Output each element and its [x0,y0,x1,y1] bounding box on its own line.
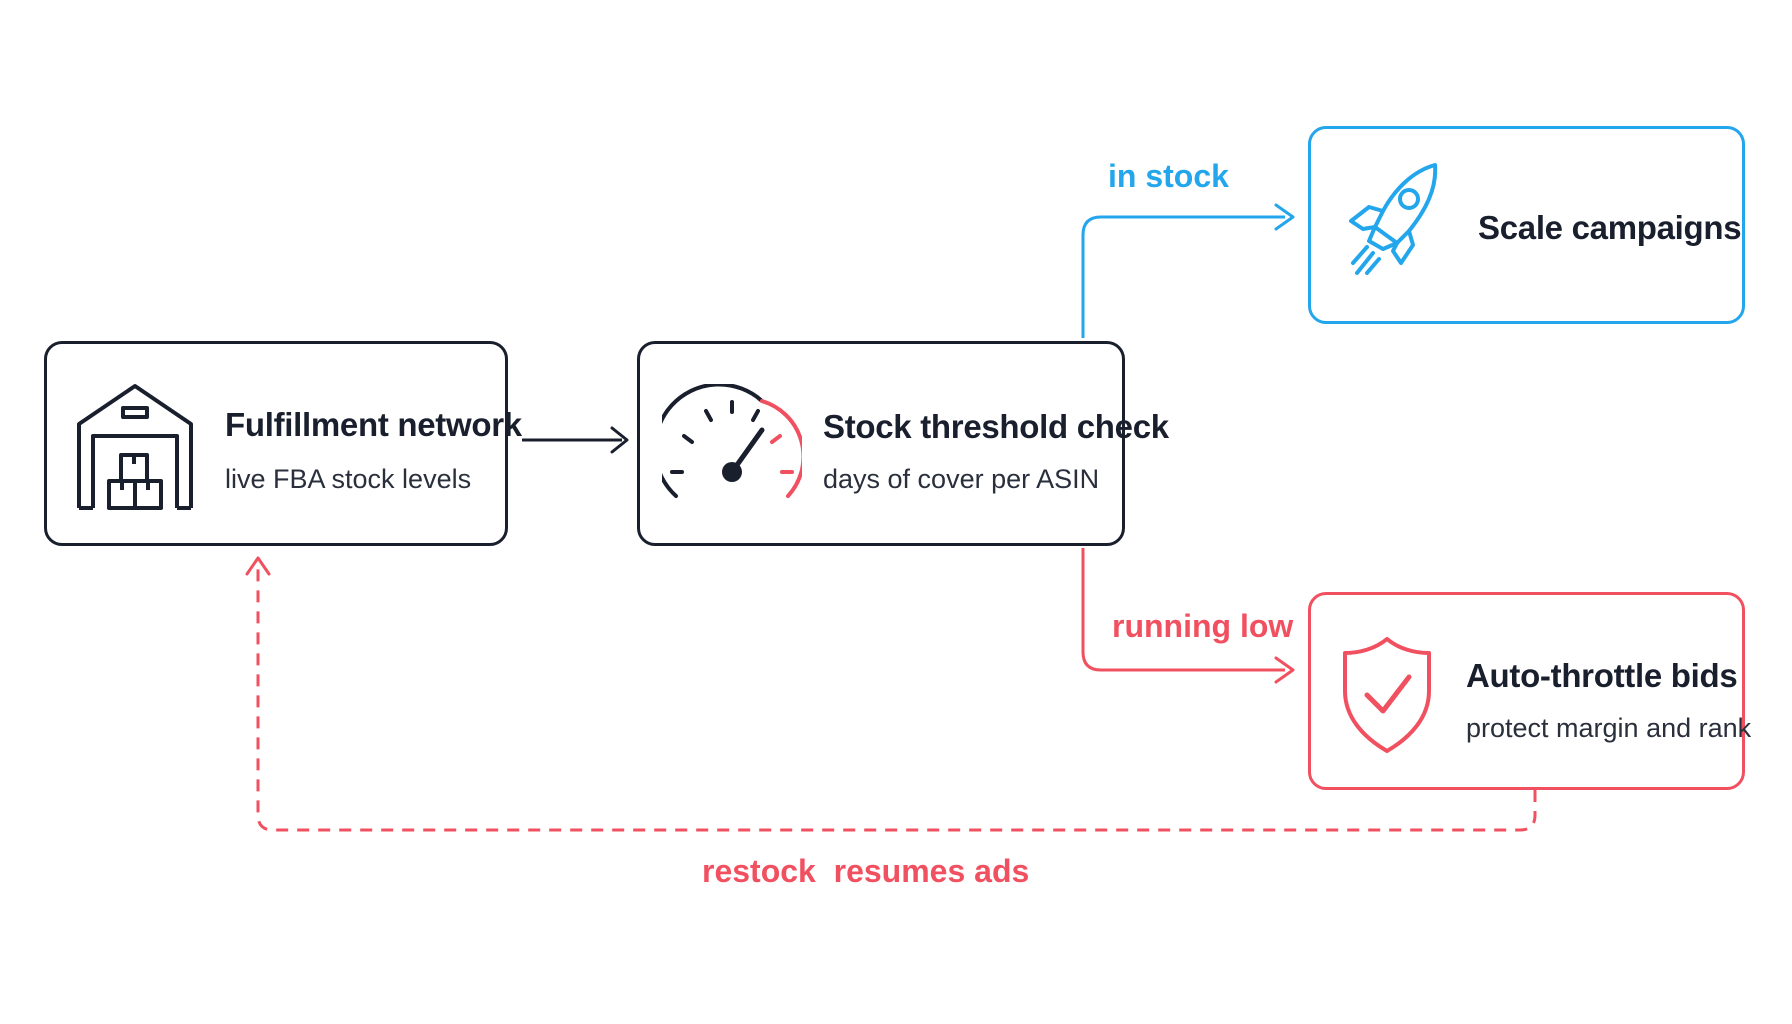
node-title: Scale campaigns [1478,209,1742,246]
rocket-icon [1341,159,1451,294]
arrow-running-low [1081,548,1295,684]
node-subtitle: protect margin and rank [1466,713,1752,743]
node-title: Auto-throttle bids [1466,657,1738,694]
node-fulfillment-network: Fulfillment network live FBA stock level… [44,341,522,546]
shield-check-icon [1339,635,1435,760]
edge-label-running-low: running low [1112,608,1294,644]
node-stock-threshold-check: Stock threshold check days of cover per … [637,341,1169,546]
gauge-icon [652,382,806,509]
node-subtitle: days of cover per ASIN [823,464,1100,494]
arrow-restock-loop [245,556,1537,832]
node-title: Fulfillment network [225,406,522,443]
edge-label-restock-resumes-ads: restock resumes ads [702,853,1030,889]
arrow-in-stock [1081,203,1295,338]
edge-label-in-stock: in stock [1108,158,1229,194]
node-subtitle: live FBA stock levels [225,464,472,494]
node-auto-throttle-bids: Auto-throttle bids protect margin and ra… [1308,592,1751,790]
node-scale-campaigns: Scale campaigns [1308,126,1745,324]
arrow-fulfillment-to-threshold [522,426,629,454]
warehouse-icon [75,382,195,517]
node-title: Stock threshold check [823,408,1169,445]
